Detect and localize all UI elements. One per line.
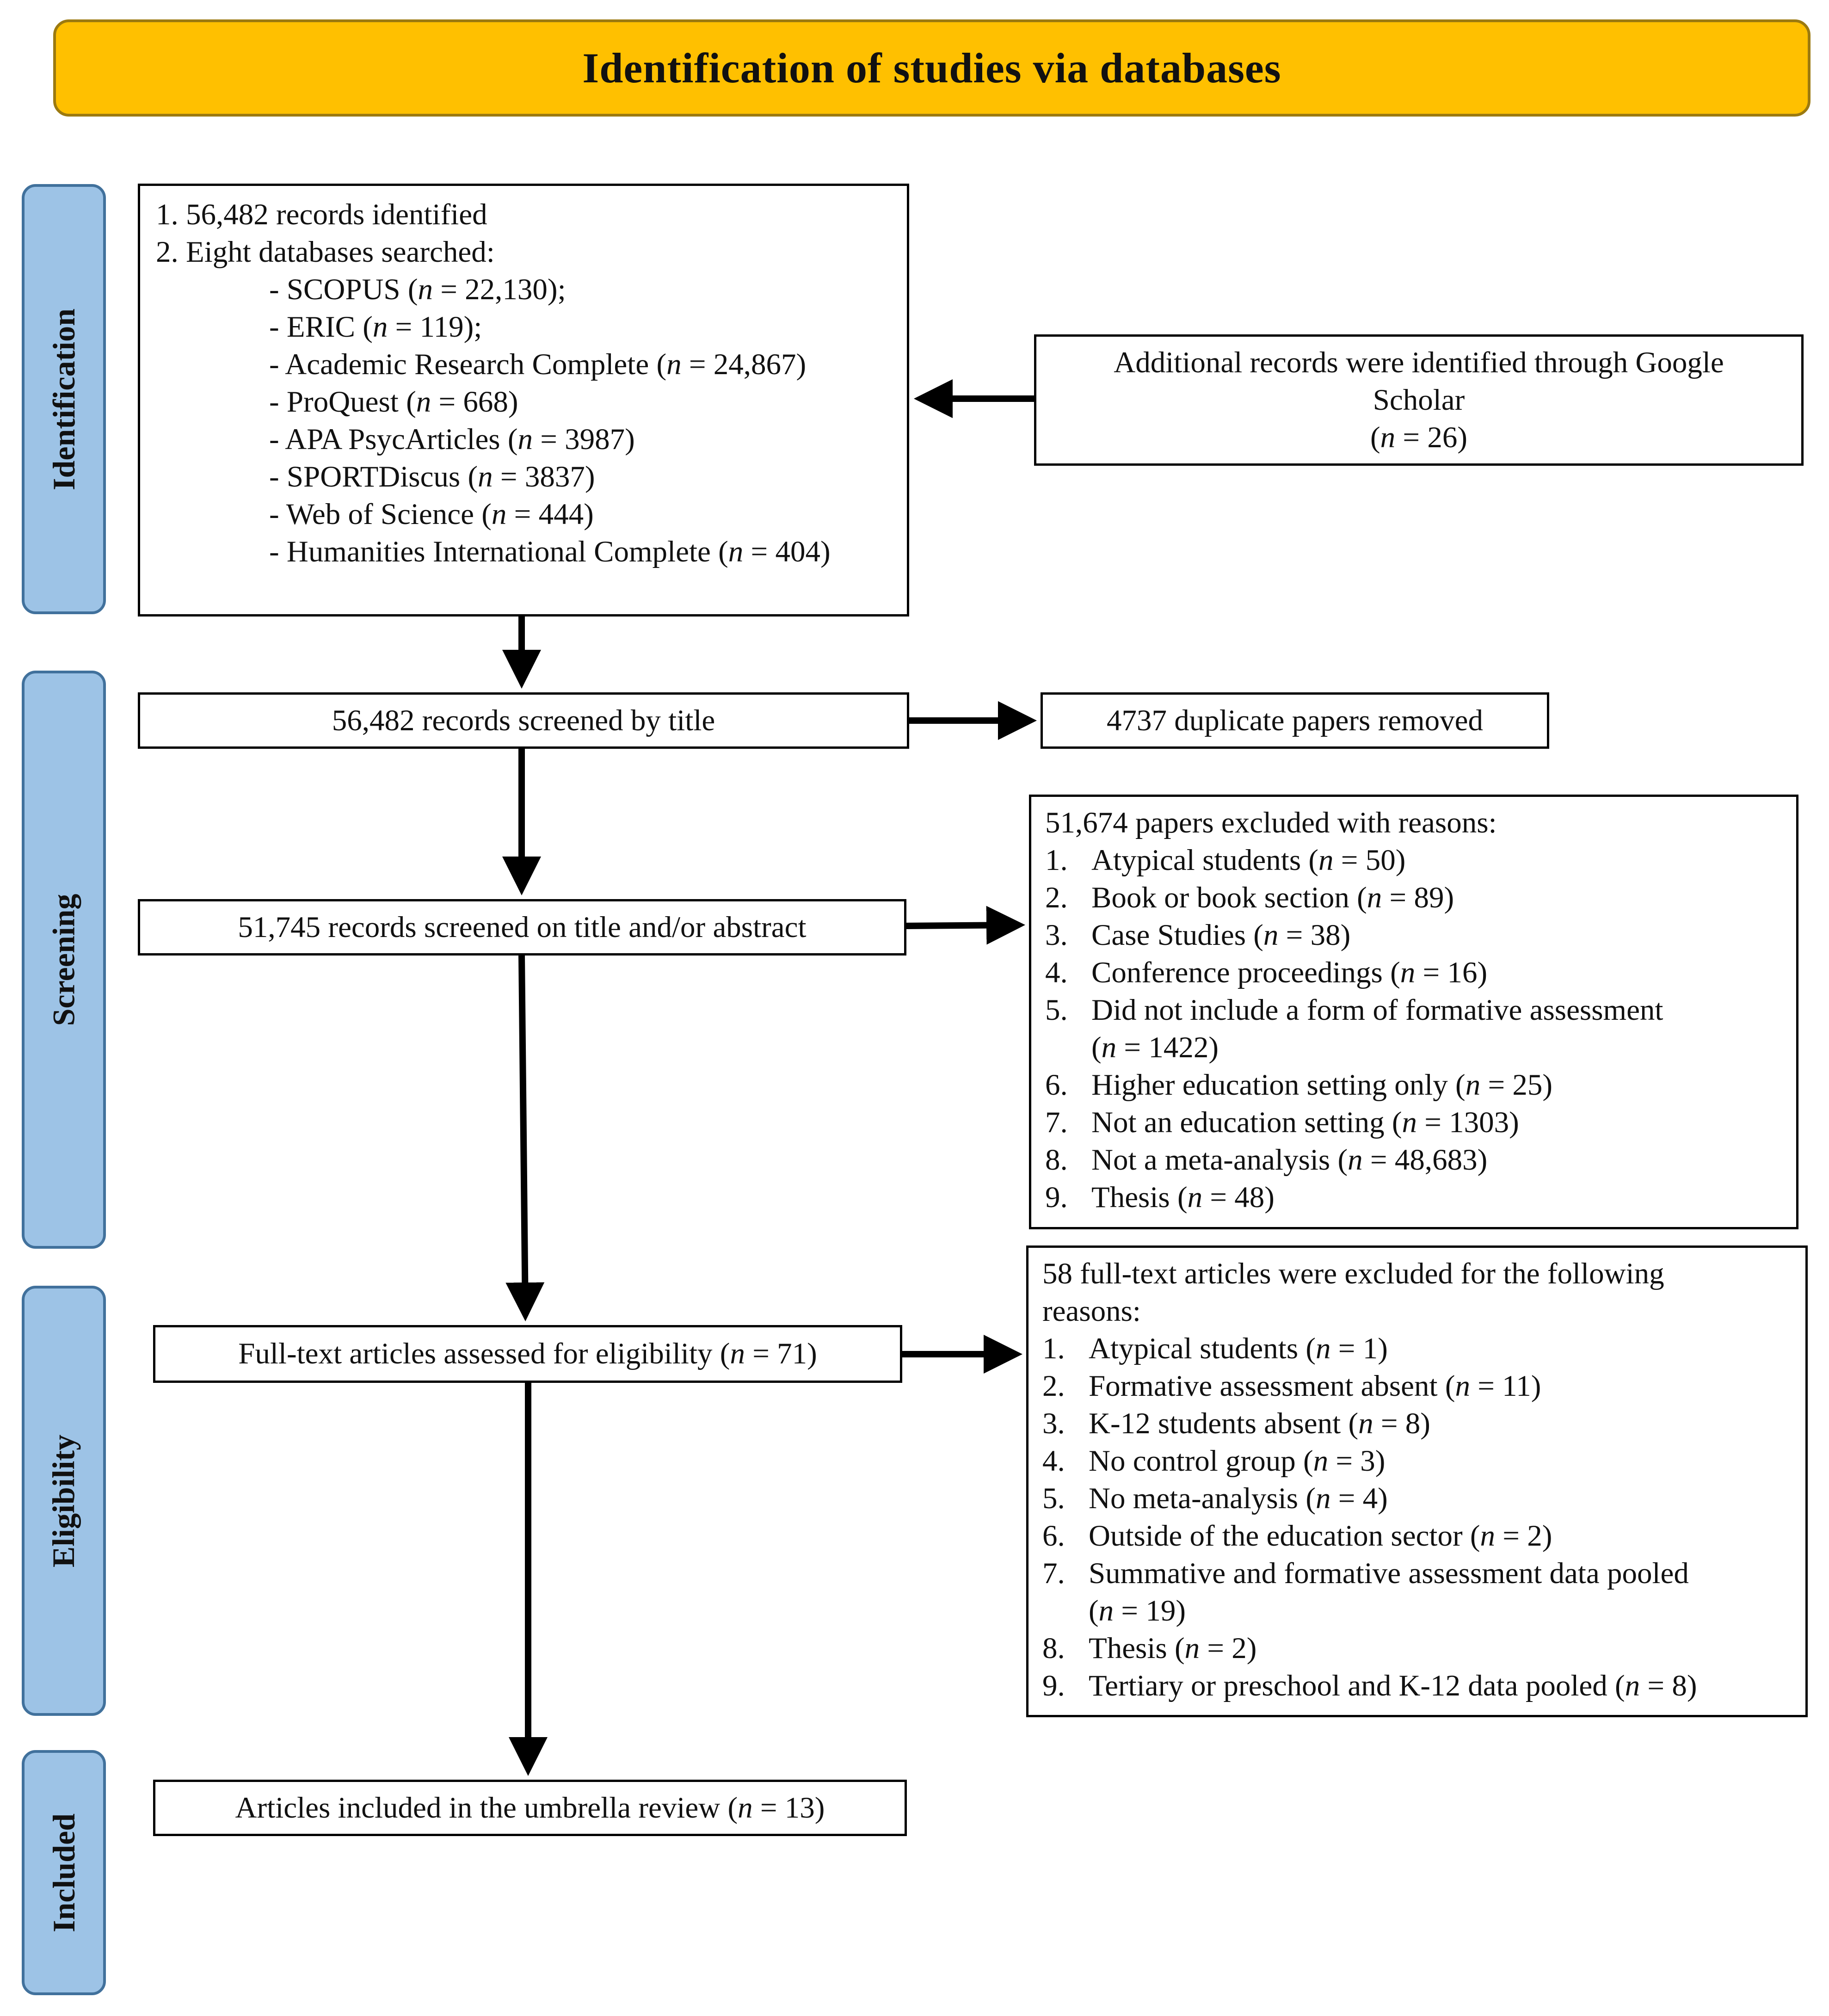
fulltext-assessed-box: Full-text articles assessed for eligibil… bbox=[153, 1325, 902, 1383]
phase-screening: Screening bbox=[22, 671, 106, 1249]
header-title: Identification of studies via databases bbox=[582, 44, 1281, 92]
screened-abstract-box: 51,745 records screened on title and/or … bbox=[138, 899, 906, 956]
exclusion-item: 3.K-12 students absent (n = 8) bbox=[1042, 1407, 1430, 1440]
exclusion-item: 4.No control group (n = 3) bbox=[1042, 1444, 1386, 1478]
records-identified: 1. 56,482 records identified bbox=[156, 198, 487, 231]
database-item: - APA PsycArticles (n = 3987) bbox=[269, 423, 635, 456]
screened-title-box: 56,482 records screened by title bbox=[138, 692, 909, 749]
included-box: Articles included in the umbrella review… bbox=[153, 1780, 907, 1836]
excluded-fulltext-heading-2: reasons: bbox=[1042, 1295, 1141, 1328]
database-item: - SPORTDiscus (n = 3837) bbox=[269, 460, 595, 493]
additional-line-2: Scholar bbox=[1373, 383, 1465, 417]
exclusion-item-continuation: (n = 19) bbox=[1089, 1594, 1186, 1628]
excluded-fulltext-heading-1: 58 full-text articles were excluded for … bbox=[1042, 1257, 1664, 1290]
included-text: Articles included in the umbrella review… bbox=[235, 1791, 825, 1825]
database-item: - Web of Science (n = 444) bbox=[269, 498, 594, 531]
database-item: - Humanities International Complete (n =… bbox=[269, 535, 831, 568]
phase-eligibility: Eligibility bbox=[22, 1286, 106, 1716]
excluded-screening-box: 51,674 papers excluded with reasons: 1.A… bbox=[1029, 795, 1798, 1229]
exclusion-item: 9.Thesis (n = 48) bbox=[1045, 1181, 1275, 1214]
database-item: - SCOPUS (n = 22,130); bbox=[269, 273, 566, 306]
database-item: - ProQuest (n = 668) bbox=[269, 385, 518, 419]
additional-line-1: Additional records were identified throu… bbox=[1114, 345, 1724, 379]
exclusion-item: 2.Formative assessment absent (n = 11) bbox=[1042, 1369, 1541, 1403]
exclusion-item-continuation: (n = 1422) bbox=[1091, 1031, 1219, 1064]
phase-included: Included bbox=[22, 1750, 106, 1995]
exclusion-item: 7.Not an education setting (n = 1303) bbox=[1045, 1106, 1519, 1139]
identification-box: 1. 56,482 records identified 2. Eight da… bbox=[138, 184, 909, 617]
databases-searched: 2. Eight databases searched: bbox=[156, 235, 495, 269]
exclusion-item: 1.Atypical students (n = 50) bbox=[1045, 844, 1406, 877]
header-banner: Identification of studies via databases bbox=[53, 19, 1811, 117]
arrow-abstract-to-fulltext bbox=[505, 955, 545, 1321]
excluded-screening-heading: 51,674 papers excluded with reasons: bbox=[1045, 806, 1497, 839]
exclusion-item: 6.Outside of the education sector (n = 2… bbox=[1042, 1519, 1552, 1553]
exclusion-item: 8.Not a meta-analysis (n = 48,683) bbox=[1045, 1143, 1488, 1177]
phase-identification: Identification bbox=[22, 184, 106, 614]
fulltext-assessed-text: Full-text articles assessed for eligibil… bbox=[238, 1337, 817, 1370]
screened-title-text: 56,482 records screened by title bbox=[332, 703, 715, 737]
exclusion-item: 4.Conference proceedings (n = 16) bbox=[1045, 956, 1488, 989]
exclusion-item: 2.Book or book section (n = 89) bbox=[1045, 881, 1454, 914]
additional-records-box: Additional records were identified throu… bbox=[1034, 334, 1804, 466]
exclusion-item: 5.Did not include a form of formative as… bbox=[1045, 993, 1663, 1027]
exclusion-item: 9.Tertiary or preschool and K-12 data po… bbox=[1042, 1669, 1697, 1702]
exclusion-item: 3.Case Studies (n = 38) bbox=[1045, 919, 1351, 952]
duplicates-text: 4737 duplicate papers removed bbox=[1106, 703, 1484, 737]
screened-abstract-text: 51,745 records screened on title and/or … bbox=[238, 910, 807, 944]
additional-line-3: (n = 26) bbox=[1370, 420, 1467, 454]
excluded-fulltext-box: 58 full-text articles were excluded for … bbox=[1026, 1245, 1808, 1717]
exclusion-item: 6.Higher education setting only (n = 25) bbox=[1045, 1068, 1553, 1102]
exclusion-item: 1.Atypical students (n = 1) bbox=[1042, 1332, 1388, 1365]
exclusion-item: 5.No meta-analysis (n = 4) bbox=[1042, 1482, 1388, 1515]
exclusion-item: 8.Thesis (n = 2) bbox=[1042, 1632, 1257, 1665]
exclusion-item: 7.Summative and formative assessment dat… bbox=[1042, 1557, 1689, 1590]
database-item: - ERIC (n = 119); bbox=[269, 310, 482, 344]
arrow-abstract-to-excluded bbox=[906, 906, 1025, 945]
database-item: - Academic Research Complete (n = 24,867… bbox=[269, 348, 807, 381]
duplicates-box: 4737 duplicate papers removed bbox=[1041, 692, 1549, 749]
